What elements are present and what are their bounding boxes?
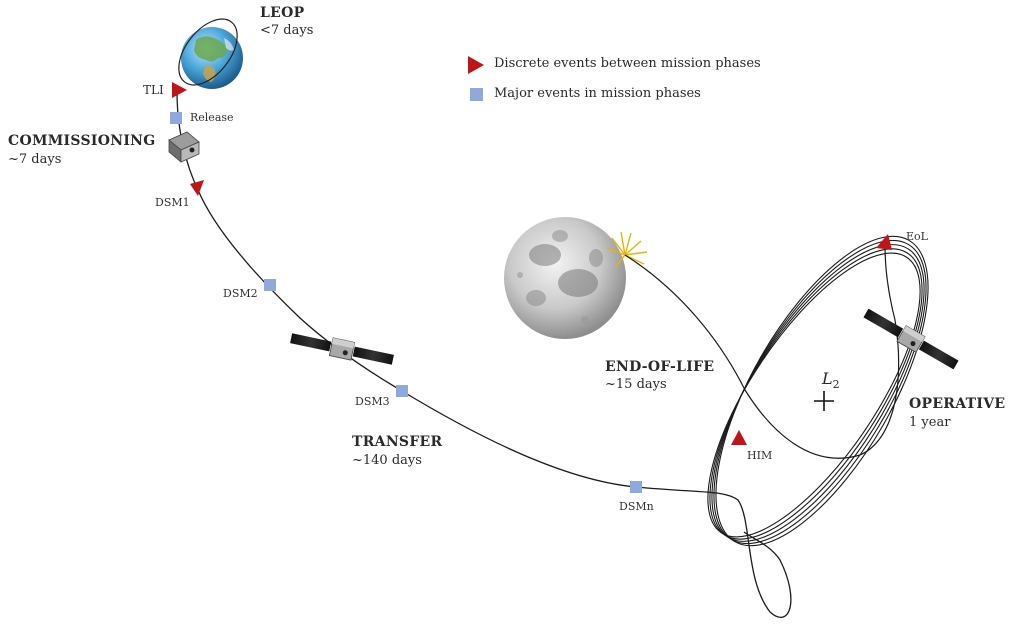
- him-event-label: HIM: [747, 449, 773, 462]
- earth-icon: [181, 27, 243, 89]
- dsm2-event-marker: [264, 279, 276, 291]
- end-of-life-phase-title: END-OF-LIFE: [605, 359, 715, 375]
- l2-label: L2: [822, 370, 840, 391]
- operative-phase-duration: 1 year: [909, 415, 951, 430]
- halo-orbit: [707, 235, 929, 547]
- legend-discrete-events-label: Discrete events between mission phases: [494, 56, 761, 71]
- transfer-phase-title: TRANSFER: [352, 434, 443, 450]
- satellite-icon: [863, 308, 959, 370]
- leop-phase-title: LEOP: [260, 5, 305, 21]
- tli-event-marker: [172, 82, 187, 98]
- dsmn-event-label: DSMn: [619, 500, 654, 513]
- l2-point-marker: [814, 391, 834, 411]
- dsm2-event-label: DSM2: [223, 287, 258, 300]
- transfer-trajectory: [176, 91, 792, 618]
- l2-label-subscript: 2: [832, 378, 840, 392]
- moon-icon: [504, 217, 626, 339]
- tli-event-label: TLI: [143, 83, 164, 97]
- legend-square-icon: [470, 88, 483, 101]
- dsm1-event-label: DSM1: [155, 196, 190, 209]
- l2-label-main: L: [822, 369, 833, 388]
- eol-event-marker: [876, 234, 892, 250]
- satellite-icon: [168, 131, 200, 163]
- legend-major-events-label: Major events in mission phases: [494, 86, 701, 101]
- dsm1-event-marker: [190, 180, 204, 196]
- dsm3-event-marker: [396, 385, 408, 397]
- commissioning-phase-duration: ~7 days: [8, 152, 62, 167]
- end-of-life-trajectory: [624, 242, 900, 459]
- satellite-icon: [290, 333, 394, 365]
- dsm3-event-label: DSM3: [355, 395, 390, 408]
- end-of-life-phase-duration: ~15 days: [605, 377, 667, 392]
- dsmn-event-marker: [630, 481, 642, 493]
- him-event-marker: [731, 430, 747, 445]
- legend-triangle-icon: [468, 56, 484, 74]
- leop-orbit: [178, 18, 238, 86]
- leop-phase-duration: <7 days: [260, 23, 314, 38]
- transfer-phase-duration: ~140 days: [352, 453, 422, 468]
- eol-event-label: EoL: [906, 230, 928, 243]
- operative-phase-title: OPERATIVE: [909, 396, 1006, 412]
- release-event-marker: [170, 112, 182, 124]
- commissioning-phase-title: COMMISSIONING: [8, 133, 156, 149]
- release-event-label: Release: [190, 111, 234, 124]
